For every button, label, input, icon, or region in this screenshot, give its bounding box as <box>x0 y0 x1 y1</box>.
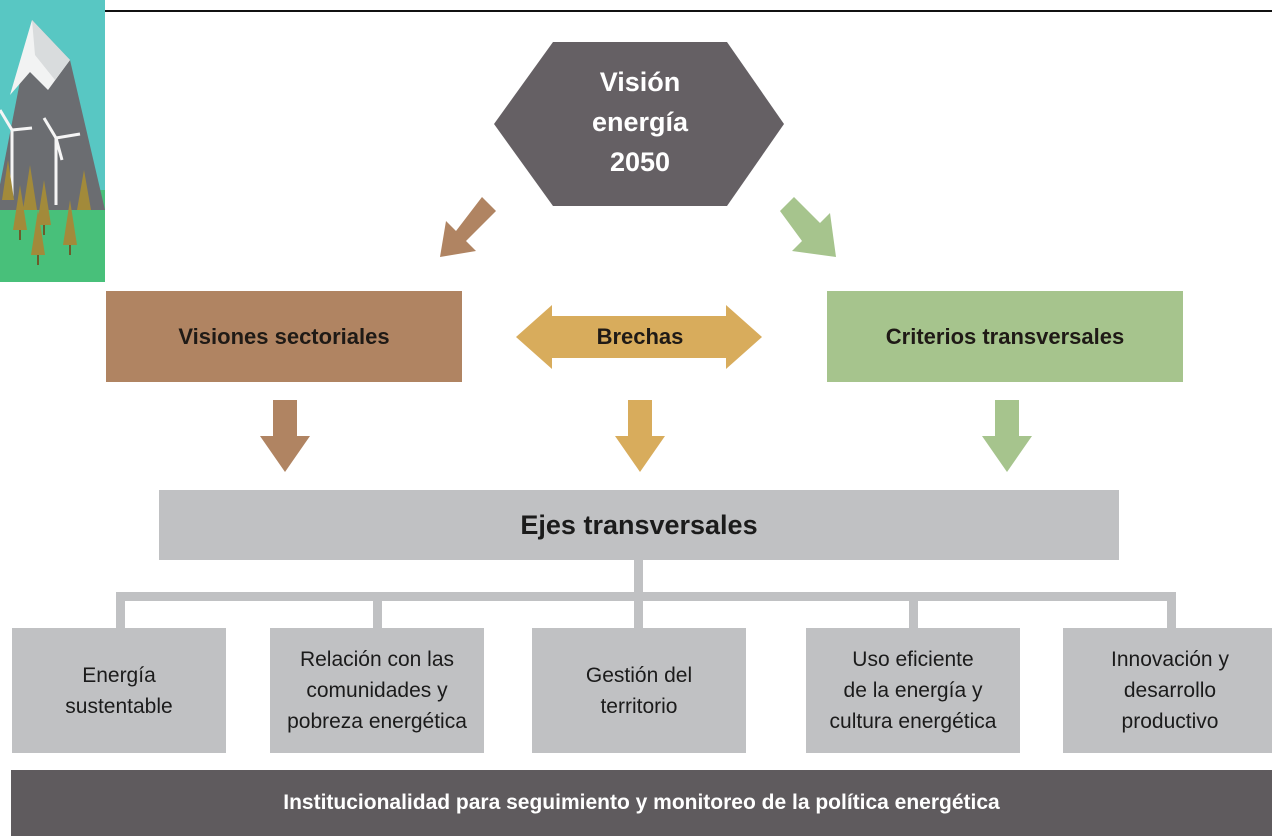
arrow-to-visiones <box>440 197 496 257</box>
top-divider-line <box>105 10 1272 12</box>
eje-innovacion: Innovación y desarrollo productivo <box>1063 628 1272 753</box>
ejes-transversales-box: Ejes transversales <box>159 490 1119 560</box>
tree-connectors <box>116 558 1176 630</box>
arrow-down-green <box>982 400 1032 472</box>
vision-title: Visión energía 2050 <box>555 62 725 182</box>
arrow-to-criterios <box>780 197 836 257</box>
brechas-label: Brechas <box>596 324 684 349</box>
vision-line-3: 2050 <box>609 147 671 177</box>
vision-line-2: energía <box>591 107 689 137</box>
eje-uso-eficiente: Uso eficiente de la energía y cultura en… <box>806 628 1020 753</box>
institucionalidad-footer: Institucionalidad para seguimiento y mon… <box>11 770 1272 836</box>
eje-relacion-comunidades: Relación con las comunidades y pobreza e… <box>270 628 484 753</box>
eje-gestion-territorio: Gestión del territorio <box>532 628 746 753</box>
criterios-transversales-box: Criterios transversales <box>827 291 1183 382</box>
mountain-wind-turbine-illustration-icon <box>0 0 105 282</box>
arrow-down-gold <box>615 400 665 472</box>
visiones-sectoriales-box: Visiones sectoriales <box>106 291 462 382</box>
eje-energia-sustentable: Energía sustentable <box>12 628 226 753</box>
vision-line-1: Visión <box>599 67 681 97</box>
arrow-down-brown <box>260 400 310 472</box>
